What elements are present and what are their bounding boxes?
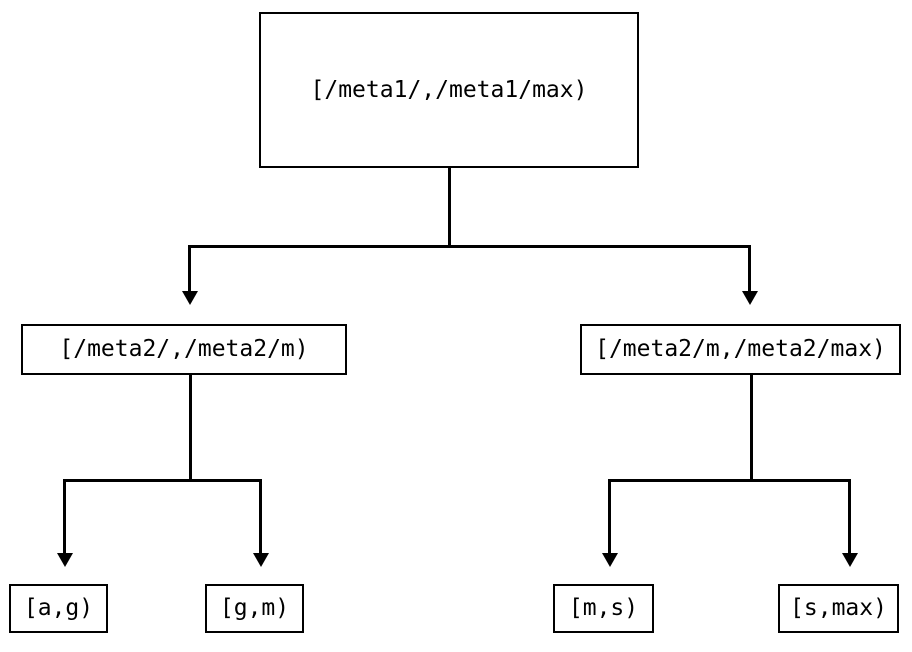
edge-meta2-high-stem	[750, 375, 753, 481]
edge-root-stem	[448, 167, 451, 247]
edge-meta2-high-to-smax	[848, 479, 851, 555]
arrow-down-icon	[182, 291, 198, 305]
arrow-down-icon	[742, 291, 758, 305]
tree-node-meta2-low[interactable]: [/meta2/,/meta2/m)	[21, 324, 347, 375]
arrow-down-icon	[602, 553, 618, 567]
edge-root-to-meta2-low	[188, 245, 191, 293]
edge-meta2-low-to-gm	[259, 479, 262, 555]
tree-node-meta2-high[interactable]: [/meta2/m,/meta2/max)	[580, 324, 901, 375]
tree-node-leaf-ag[interactable]: [a,g)	[9, 584, 108, 633]
tree-node-leaf-gm[interactable]: [g,m)	[205, 584, 304, 633]
edge-meta2-high-bus	[608, 479, 851, 482]
tree-node-leaf-ag-label: [a,g)	[23, 595, 94, 621]
edge-meta2-high-to-ms	[608, 479, 611, 555]
tree-node-leaf-smax[interactable]: [s,max)	[778, 584, 899, 633]
tree-node-leaf-smax-label: [s,max)	[790, 595, 887, 621]
tree-node-root[interactable]: [/meta1/,/meta1/max)	[259, 12, 639, 168]
arrow-down-icon	[253, 553, 269, 567]
tree-node-root-label: [/meta1/,/meta1/max)	[310, 76, 588, 103]
edge-meta2-low-to-ag	[63, 479, 66, 555]
edge-root-bus	[188, 245, 751, 248]
tree-node-meta2-high-label: [/meta2/m,/meta2/max)	[595, 336, 886, 362]
tree-node-leaf-ms[interactable]: [m,s)	[553, 584, 654, 633]
arrow-down-icon	[842, 553, 858, 567]
tree-node-meta2-low-label: [/meta2/,/meta2/m)	[59, 336, 309, 362]
tree-node-leaf-ms-label: [m,s)	[568, 595, 639, 621]
edge-root-to-meta2-high	[748, 245, 751, 293]
tree-node-leaf-gm-label: [g,m)	[219, 595, 290, 621]
edge-meta2-low-bus	[63, 479, 262, 482]
edge-meta2-low-stem	[189, 375, 192, 481]
arrow-down-icon	[57, 553, 73, 567]
